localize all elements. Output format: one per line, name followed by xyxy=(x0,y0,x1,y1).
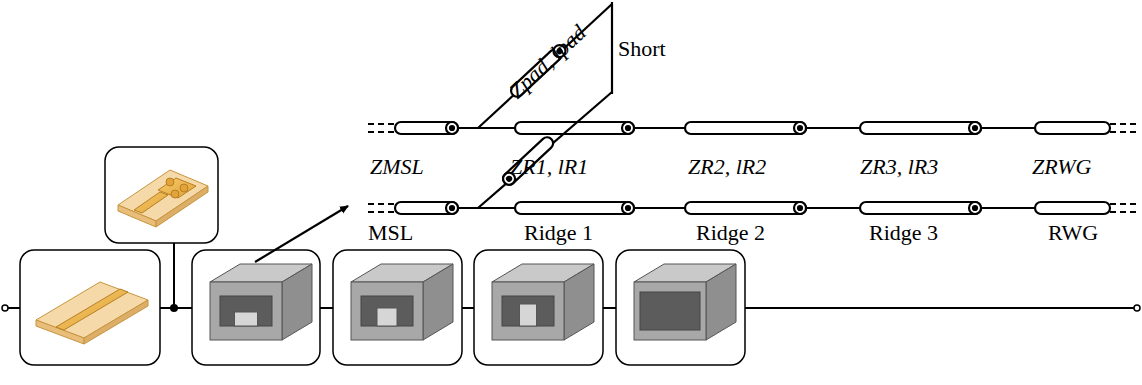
impedance-label: ZR2, lR2 xyxy=(688,156,766,178)
coax-core xyxy=(626,206,630,210)
ridge xyxy=(520,304,537,326)
circuit xyxy=(368,2,1140,214)
coax-core xyxy=(798,206,802,210)
coax-line xyxy=(395,122,458,134)
section-label: MSL xyxy=(368,222,413,244)
coax-core xyxy=(973,126,977,130)
coax-core xyxy=(798,126,802,130)
coax-end xyxy=(446,202,458,214)
section-label: RWG xyxy=(1048,222,1098,244)
aperture xyxy=(502,296,554,326)
coax-end xyxy=(969,202,981,214)
block-side xyxy=(282,264,312,340)
section-label: Ridge 3 xyxy=(869,222,938,244)
block-front xyxy=(351,282,423,340)
coax-end xyxy=(622,202,634,214)
block-front xyxy=(634,282,706,340)
aperture xyxy=(361,296,413,326)
block-front xyxy=(492,282,564,340)
aperture xyxy=(640,292,700,330)
block-side xyxy=(564,264,594,340)
coax-line xyxy=(515,202,634,214)
impedance-label: ZR3, lR3 xyxy=(860,156,938,178)
coax-end xyxy=(794,202,806,214)
ridge xyxy=(377,308,397,326)
coax-end xyxy=(794,122,806,134)
coax-line xyxy=(1035,202,1110,214)
block-side xyxy=(706,264,736,340)
ridge xyxy=(235,312,258,326)
coax-end xyxy=(969,122,981,134)
coax-end xyxy=(622,122,634,134)
impedance-label: Zpad, lpad xyxy=(506,21,591,102)
block-front xyxy=(210,282,282,340)
impedance-label: ZR1, lR1 xyxy=(510,156,588,178)
coax-core xyxy=(973,206,977,210)
impedance-label: ZRWG xyxy=(1032,156,1092,178)
coax-line xyxy=(1035,122,1110,134)
impedance-label: ZMSL xyxy=(370,156,424,178)
coax-core xyxy=(626,126,630,130)
coax-line xyxy=(860,122,981,134)
block-side xyxy=(423,264,453,340)
coax-core xyxy=(450,206,454,210)
coax-line xyxy=(395,202,458,214)
coax-line xyxy=(685,122,806,134)
coax-end xyxy=(446,122,458,134)
section-label: Ridge 2 xyxy=(696,222,765,244)
coax-line xyxy=(860,202,981,214)
section-label: Ridge 1 xyxy=(524,222,593,244)
aperture xyxy=(220,296,272,326)
short-label: Short xyxy=(618,38,666,60)
block-chain xyxy=(2,147,1140,365)
coax-core xyxy=(450,126,454,130)
coax-line xyxy=(685,202,806,214)
